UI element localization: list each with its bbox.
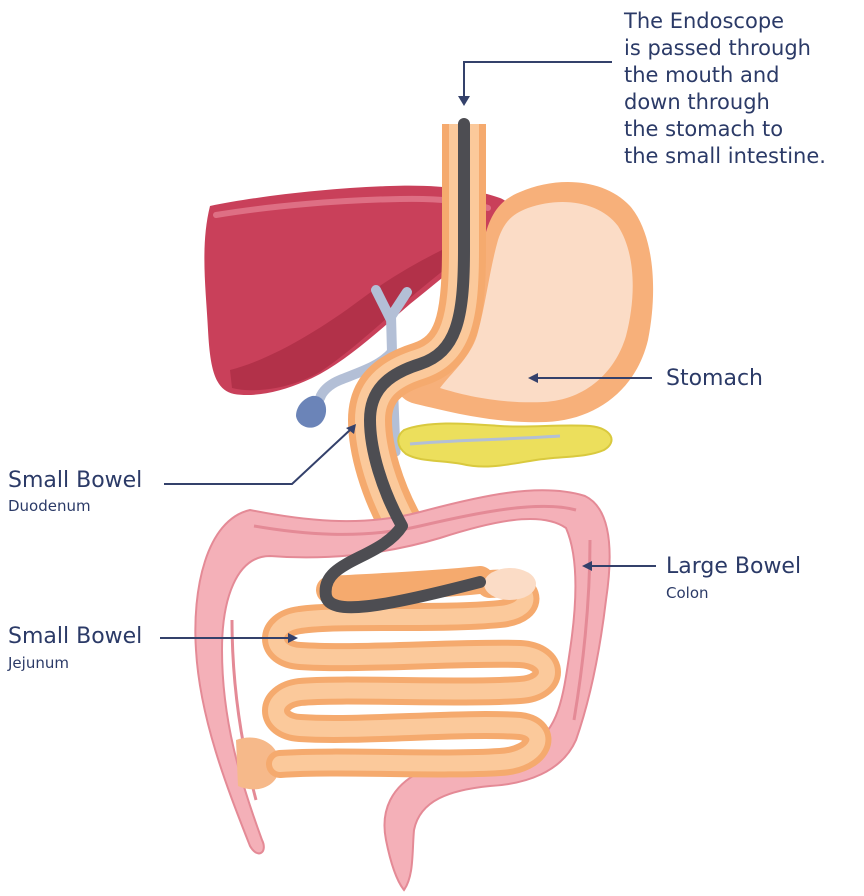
annotation-line: down through: [624, 89, 826, 116]
annotation-line: the mouth and: [624, 62, 826, 89]
annotation-line: The Endoscope: [624, 8, 826, 35]
stomach-label: Stomach: [666, 366, 763, 392]
endoscope-arrowhead: [458, 96, 470, 106]
gallbladder: [296, 396, 326, 428]
endoscope-annotation: The Endoscope is passed through the mout…: [624, 8, 826, 170]
colon-label: Large Bowel: [666, 554, 801, 580]
jejunum-sublabel: Jejunum: [8, 654, 69, 672]
colon-sublabel: Colon: [666, 584, 709, 602]
pancreas: [398, 424, 611, 467]
annotation-line: is passed through: [624, 35, 826, 62]
duodenum-sublabel: Duodenum: [8, 497, 91, 515]
endoscope-leader: [464, 62, 612, 100]
annotation-line: the stomach to: [624, 116, 826, 143]
duodenum-label: Small Bowel: [8, 468, 142, 494]
duodenum-leader: [164, 430, 350, 484]
annotation-line: the small intestine.: [624, 143, 826, 170]
jejunum-label: Small Bowel: [8, 624, 142, 650]
